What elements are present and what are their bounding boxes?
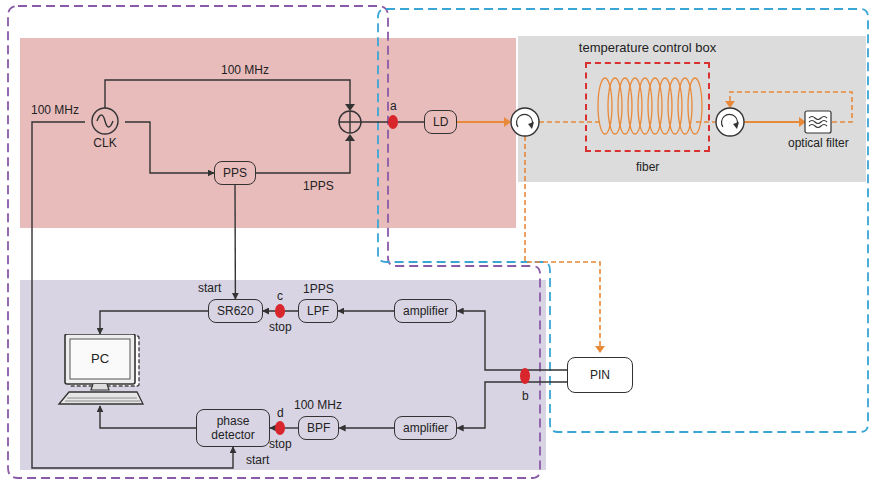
filter-symbol <box>804 110 832 134</box>
signal-label: c <box>277 289 283 303</box>
blue-dashed-outline <box>378 9 868 432</box>
monitor-symbol <box>55 334 145 406</box>
circulator-symbol <box>716 108 744 136</box>
node-text: phase detector <box>205 414 261 442</box>
node-text: optical filter <box>788 136 849 151</box>
signal-label: a <box>390 99 397 113</box>
amplifier-box: amplifier <box>394 299 457 323</box>
arrowhead <box>528 122 534 129</box>
arrowhead <box>504 117 511 127</box>
test-point <box>275 304 285 318</box>
signal-label: b <box>522 389 529 403</box>
signal-label: fiber <box>636 160 659 174</box>
process-box: PPS <box>214 161 256 185</box>
signal-label: 100 MHz <box>221 63 269 77</box>
process-box: phase detector <box>196 409 270 447</box>
test-point <box>388 115 398 129</box>
optical-filter: optical filter <box>788 110 849 151</box>
arrowhead <box>725 101 735 108</box>
test-point <box>520 368 530 384</box>
node-text: SR620 <box>217 304 254 318</box>
signal-connector <box>125 122 214 173</box>
optical-fiber <box>744 121 800 123</box>
arrowhead <box>733 122 739 129</box>
arrowhead <box>345 134 355 141</box>
amplifier-box: amplifier <box>394 416 457 440</box>
signal-label: 100 MHz <box>294 398 342 412</box>
node-text: PIN <box>590 368 610 382</box>
fiber-coil <box>598 78 702 134</box>
arrowhead <box>595 346 605 353</box>
wire <box>105 80 350 108</box>
node-text: PC <box>70 339 130 379</box>
node-text: PPS <box>223 166 247 180</box>
dashed-border <box>585 62 710 152</box>
signal-connector <box>339 427 394 428</box>
signal-label: start <box>198 281 221 295</box>
signal-label: d <box>277 406 284 420</box>
signal-label: stop <box>269 437 292 451</box>
circulator-symbol <box>511 108 539 136</box>
signal-label: stop <box>269 320 292 334</box>
signal-label: start <box>246 453 269 467</box>
signal-label: 1PPS <box>303 282 334 296</box>
signal-connector <box>457 382 567 428</box>
optical-to-detector <box>525 136 600 346</box>
signal-connector <box>457 311 567 370</box>
combiner-cross <box>339 111 361 133</box>
test-point <box>275 421 285 435</box>
optical-return <box>730 92 852 122</box>
node-text: CLK <box>85 135 125 151</box>
clock-region <box>20 38 516 228</box>
receiver-region <box>20 280 546 470</box>
filter-box: LPF <box>298 299 338 323</box>
node-text: LPF <box>307 304 329 318</box>
signal-connector <box>338 310 394 311</box>
signal-connector <box>234 185 236 299</box>
node-text: temperature control box <box>565 40 730 56</box>
detector-box: PIN <box>567 357 633 393</box>
node-text: LD <box>433 115 448 129</box>
oscillator-symbol <box>85 107 125 135</box>
process-box: SR620 <box>208 299 263 323</box>
filter-box: BPF <box>298 416 339 440</box>
computer-icon: PC <box>55 334 145 406</box>
combiner-symbol <box>339 111 361 133</box>
clock-source: CLK <box>85 107 125 153</box>
temperature-box: temperature control box <box>565 40 730 158</box>
fiber-region <box>518 36 866 182</box>
node-text: amplifier <box>403 304 448 318</box>
signal-connector <box>100 406 196 428</box>
purple-dashed-outline <box>8 6 540 478</box>
node-text: BPF <box>307 421 330 435</box>
signal-connector <box>100 311 208 334</box>
signal-label: 100 MHz <box>31 103 79 117</box>
arrowhead <box>345 104 355 111</box>
node-text: amplifier <box>403 421 448 435</box>
laser-box: LD <box>424 110 457 134</box>
signal-label: 1PPS <box>303 179 334 193</box>
